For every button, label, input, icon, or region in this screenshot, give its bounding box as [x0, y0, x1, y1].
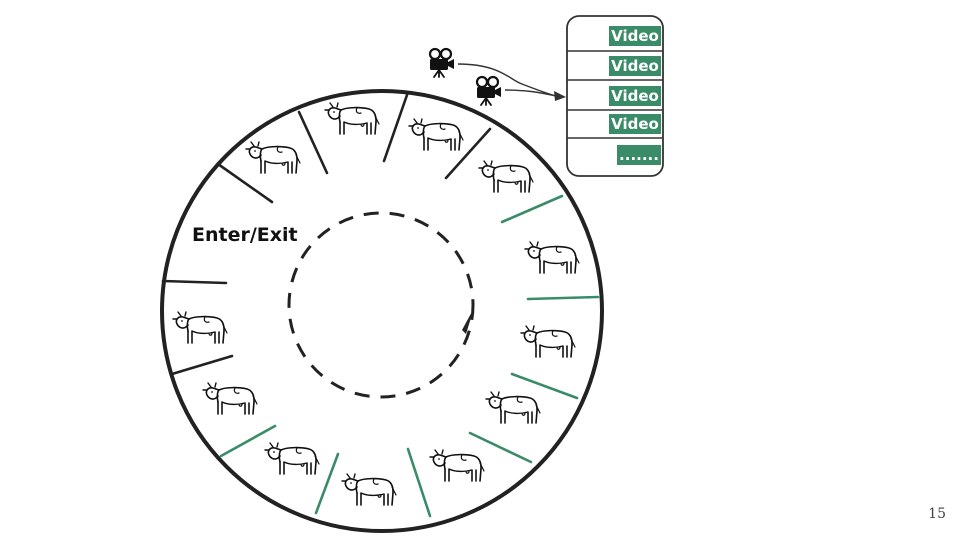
cow-icon: [245, 141, 301, 174]
rotary-platform-ring: [160, 89, 604, 533]
video-storage: VideoVideoVideoVideo.......: [566, 15, 664, 177]
cow-icon: [524, 241, 580, 274]
video-entry: .......: [619, 146, 659, 164]
video-entry-highlight: [617, 145, 661, 165]
stall-dividers-green: [219, 194, 600, 518]
cow-icon: [478, 160, 534, 193]
stall-cows: [172, 102, 580, 506]
rotation-path: [287, 211, 475, 399]
video-entry: Video: [611, 57, 659, 75]
cow-icon: [520, 325, 576, 358]
video-entry: Video: [611, 115, 659, 133]
cow-icon: [324, 102, 380, 135]
camera-icon: [475, 75, 503, 107]
cow-icon: [341, 473, 397, 506]
cow-icon: [264, 442, 320, 475]
video-entry: Video: [611, 27, 659, 45]
cow-icon: [202, 382, 258, 415]
video-entry-highlight: [609, 56, 661, 76]
video-entry: Video: [611, 87, 659, 105]
cow-icon: [172, 311, 228, 344]
video-entry-highlight: [609, 86, 661, 106]
stall-dividers-dark: [161, 93, 492, 376]
arrowhead-icon: [554, 91, 566, 101]
cow-icon: [429, 449, 485, 482]
camera-icon: [428, 47, 456, 79]
cow-icon: [485, 391, 541, 424]
feed-arrow: [504, 89, 557, 97]
enter-exit-label: Enter/Exit: [192, 224, 298, 246]
video-entry-highlight: [609, 26, 661, 46]
page-number: 15: [928, 506, 946, 522]
video-entry-highlight: [609, 114, 661, 134]
cow-icon: [408, 118, 464, 151]
rotation-arrow-icon: [462, 308, 474, 334]
feed-arrow: [457, 63, 557, 97]
